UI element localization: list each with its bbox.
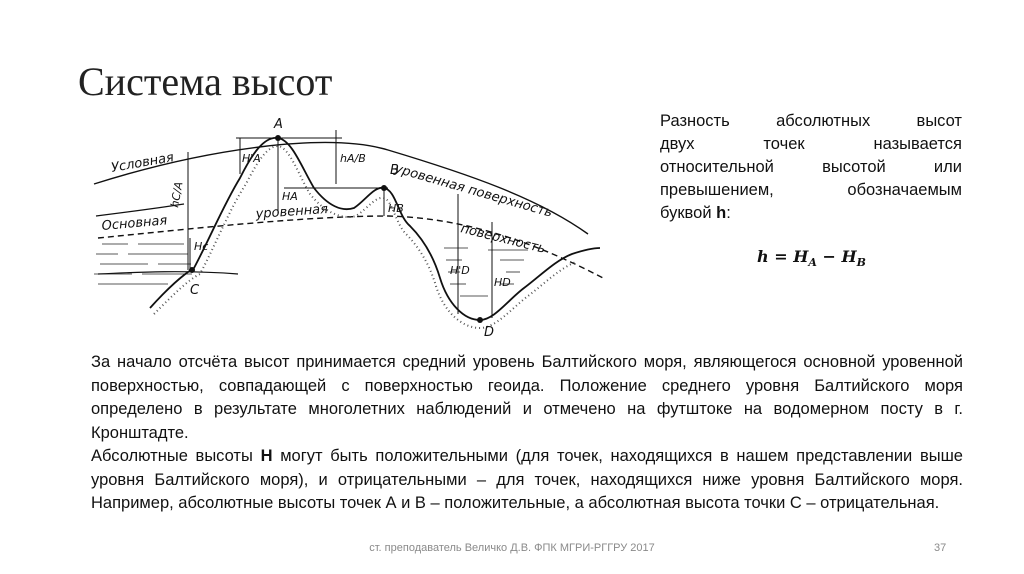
label-main: Основная (101, 213, 168, 234)
footer-author: ст. преподаватель Величко Д.В. ФПК МГРИ-… (369, 542, 655, 554)
label-h-d: HD (494, 276, 511, 289)
label-h-ca: hC/A (168, 181, 185, 209)
height-system-diagram: Условная Основная уровенная поверхность … (93, 117, 604, 340)
relative-height-definition: Разность абсолютных высот двух точек наз… (660, 112, 962, 222)
height-difference-formula: h = HA − HB (757, 247, 866, 270)
label-h-ab: hA/B (340, 152, 366, 165)
point-b-marker (381, 185, 387, 191)
label-conditional: Условная (110, 150, 175, 176)
label-level-surface-2: уровенная (254, 202, 328, 222)
label-point-b: B (390, 163, 399, 178)
body-text: За начало отсчёта высот принимается сред… (91, 351, 963, 516)
label-h-c: Hc (194, 240, 208, 253)
label-level-surface-1: уровенная поверхность (392, 161, 554, 221)
terrain-profile (149, 137, 601, 321)
label-point-c: C (190, 283, 200, 298)
label-h-a: HA (282, 190, 298, 203)
conditional-surface-line (93, 141, 589, 235)
point-d-marker (477, 317, 483, 323)
label-level-surface-3: поверхность (459, 221, 547, 257)
label-h-d-prime: H'D (450, 264, 470, 277)
water-left (94, 243, 192, 285)
slide-title: Система высот (78, 59, 333, 104)
label-point-a: A (273, 117, 283, 132)
point-c-marker (189, 267, 195, 273)
point-a-marker (275, 135, 281, 141)
paragraph-baltic-level: За начало отсчёта высот принимается сред… (91, 353, 963, 442)
label-h-a-prime: H'A (242, 152, 261, 165)
label-point-d: D (484, 325, 494, 340)
page-number: 37 (934, 542, 947, 554)
paragraph-absolute-heights: Абсолютные высоты Н могут быть положител… (91, 447, 963, 512)
label-h-b: HB (388, 202, 404, 215)
